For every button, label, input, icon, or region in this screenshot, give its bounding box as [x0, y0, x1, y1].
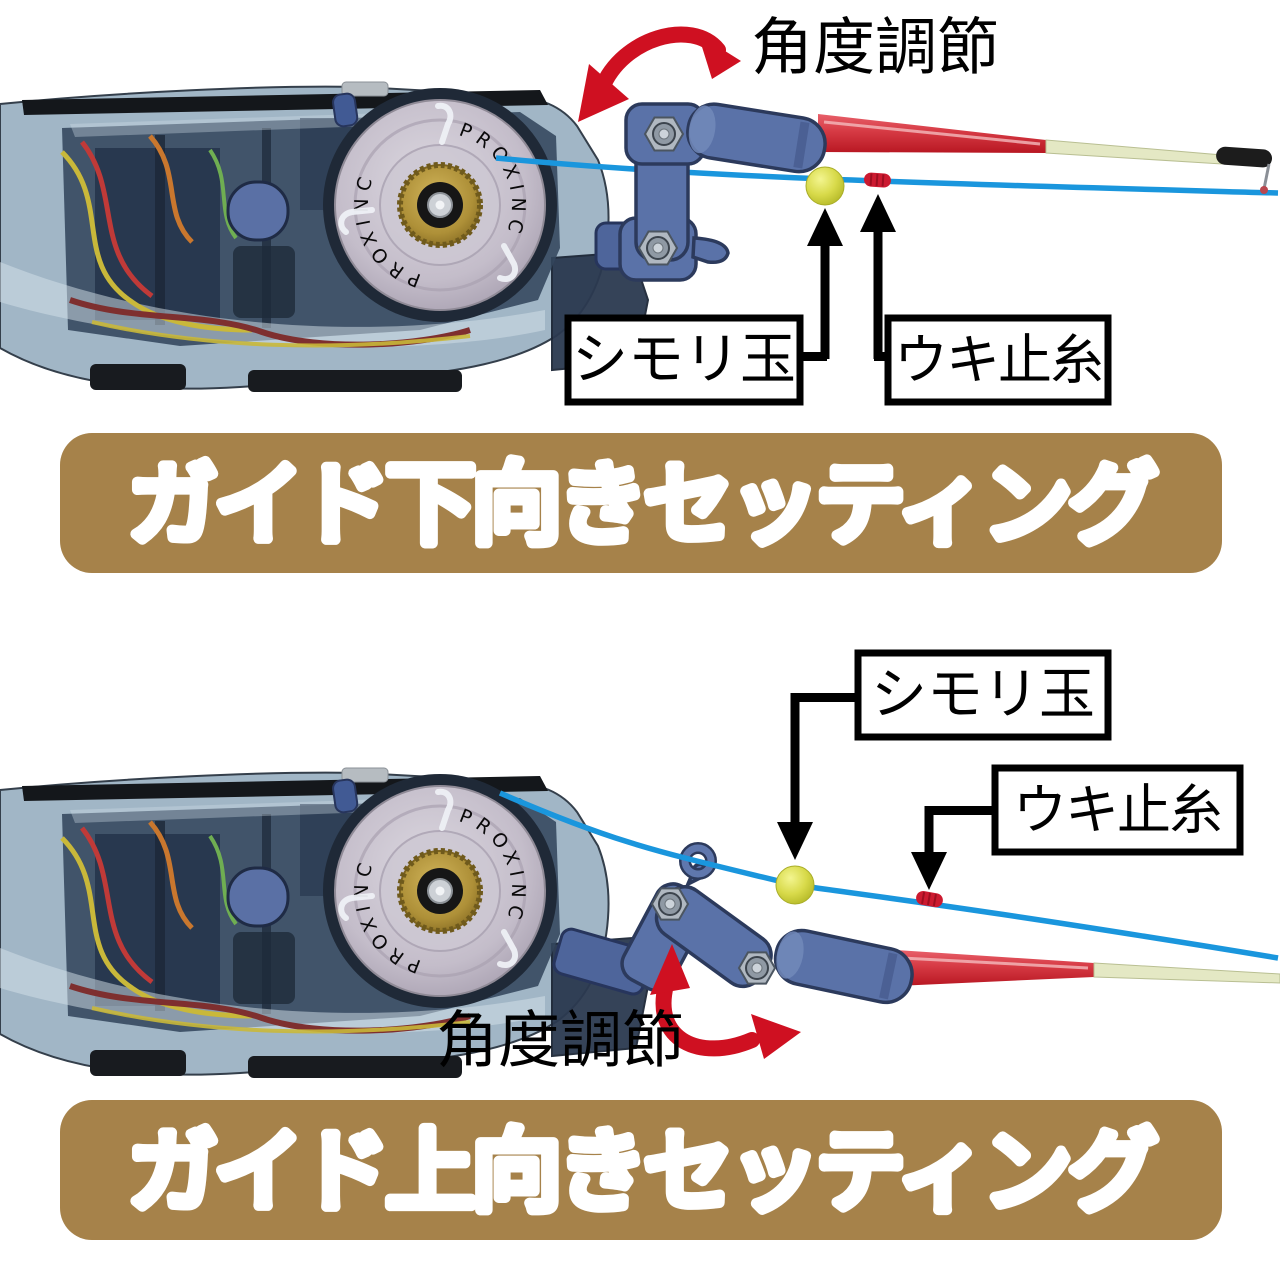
fishing-rod-2	[896, 950, 1280, 986]
float-stopper-2	[916, 890, 943, 908]
shimori-label-2: シモリ玉	[871, 663, 1095, 728]
rod-grip	[1216, 146, 1273, 168]
section-guide-up: シモリ玉 ウキ止糸 角度調節 ガイド上向きセッティング	[0, 649, 1280, 1240]
banner-guide-down: ガイド下向きセッティング	[60, 433, 1222, 573]
ukidome-label-2: ウキ止糸	[1013, 779, 1221, 842]
rod-tip-section	[1045, 139, 1223, 165]
shimori-ball-2	[775, 865, 815, 905]
rod-holder	[686, 102, 827, 174]
pivot-bolt-lower	[637, 230, 679, 266]
pivot-bolt-upper	[643, 116, 685, 152]
rod-arm-guide-up	[552, 842, 914, 1005]
callout-ukidome-2: ウキ止糸	[911, 764, 1244, 890]
angle-adjust-label-2: 角度調節	[436, 1004, 684, 1077]
reel-device	[0, 82, 648, 392]
angle-adjust-label: 角度調節	[751, 11, 999, 84]
pivot-bolt-upper-2	[650, 887, 690, 921]
ukidome-label: ウキ止糸	[894, 329, 1102, 392]
rod-holder-2	[773, 928, 914, 1005]
pivot-bolt-lower-2	[737, 951, 777, 985]
fishing-rod	[818, 114, 1273, 194]
callout-ukidome: ウキ止糸	[860, 194, 1112, 406]
ukidome-label-box	[884, 314, 1112, 406]
shimori-ball	[805, 166, 845, 206]
banner-guide-down-text: ガイド下向きセッティング	[128, 453, 1158, 558]
float-stopper	[864, 172, 891, 188]
rod-tip-section-2	[1093, 962, 1280, 984]
section-guide-down: シモリ玉 ウキ止糸 角度調節 ガイド下向きセッティング	[0, 11, 1279, 573]
rod-arm-guide-down	[594, 102, 827, 282]
banner-guide-up: ガイド上向きセッティング	[60, 1100, 1222, 1240]
callout-shimori-2: シモリ玉	[777, 649, 1112, 860]
callout-shimori: シモリ玉	[564, 208, 843, 406]
shimori-label: シモリ玉	[572, 328, 796, 393]
shimori-label-box	[564, 314, 804, 406]
banner-guide-up-text: ガイド上向きセッティング	[128, 1120, 1158, 1225]
angle-adjust-arrow-2	[650, 944, 801, 1059]
angle-adjust-arrow	[578, 26, 741, 122]
ukidome-label-box-2	[991, 764, 1244, 856]
shimori-label-box-2	[854, 649, 1112, 741]
line-guide-down	[691, 236, 730, 265]
